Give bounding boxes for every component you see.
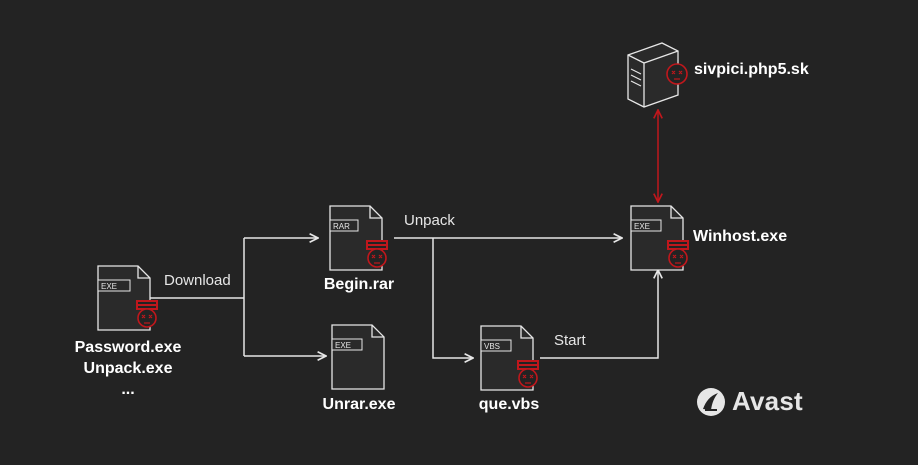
edge-label-start: Start [554,332,586,349]
edge-start [540,270,658,359]
password-line: Password.exe [74,339,182,356]
avast-logo-icon [697,387,725,416]
file-icon-password [97,265,159,331]
badge-unrar: EXE [335,341,351,350]
badge-begin: RAR [333,222,350,231]
skull-icon [516,359,540,388]
skull-icon [365,239,389,268]
skull-icon [666,63,688,85]
badge-que: VBS [484,342,500,351]
file-icon-begin [329,205,389,271]
ellipsis-line: ... [121,381,135,398]
node-unrar-label: Unrar.exe [322,396,396,413]
node-password-label: Password.exe Unpack.exe ... [75,337,182,400]
file-icon-que [480,325,540,391]
edge-label-download: Download [164,272,231,289]
node-que-label: que.vbs [478,396,540,413]
badge-winhost: EXE [634,222,650,231]
file-icon-winhost [630,205,690,271]
badge-password: EXE [101,282,117,291]
node-server-label: sivpici.php5.sk [694,61,809,78]
node-winhost-label: Winhost.exe [693,228,788,245]
edge-unpack [394,238,622,358]
file-icon-unrar [331,324,385,390]
server-icon [627,42,688,108]
edge-label-unpack: Unpack [404,212,455,229]
node-begin-label: Begin.rar [323,276,395,293]
skull-icon [135,299,159,328]
brand-name: Avast [732,386,803,416]
skull-icon [666,239,690,268]
brand: Avast [696,386,803,417]
edge-download [150,238,326,356]
unpack-line: Unpack.exe [83,360,173,377]
